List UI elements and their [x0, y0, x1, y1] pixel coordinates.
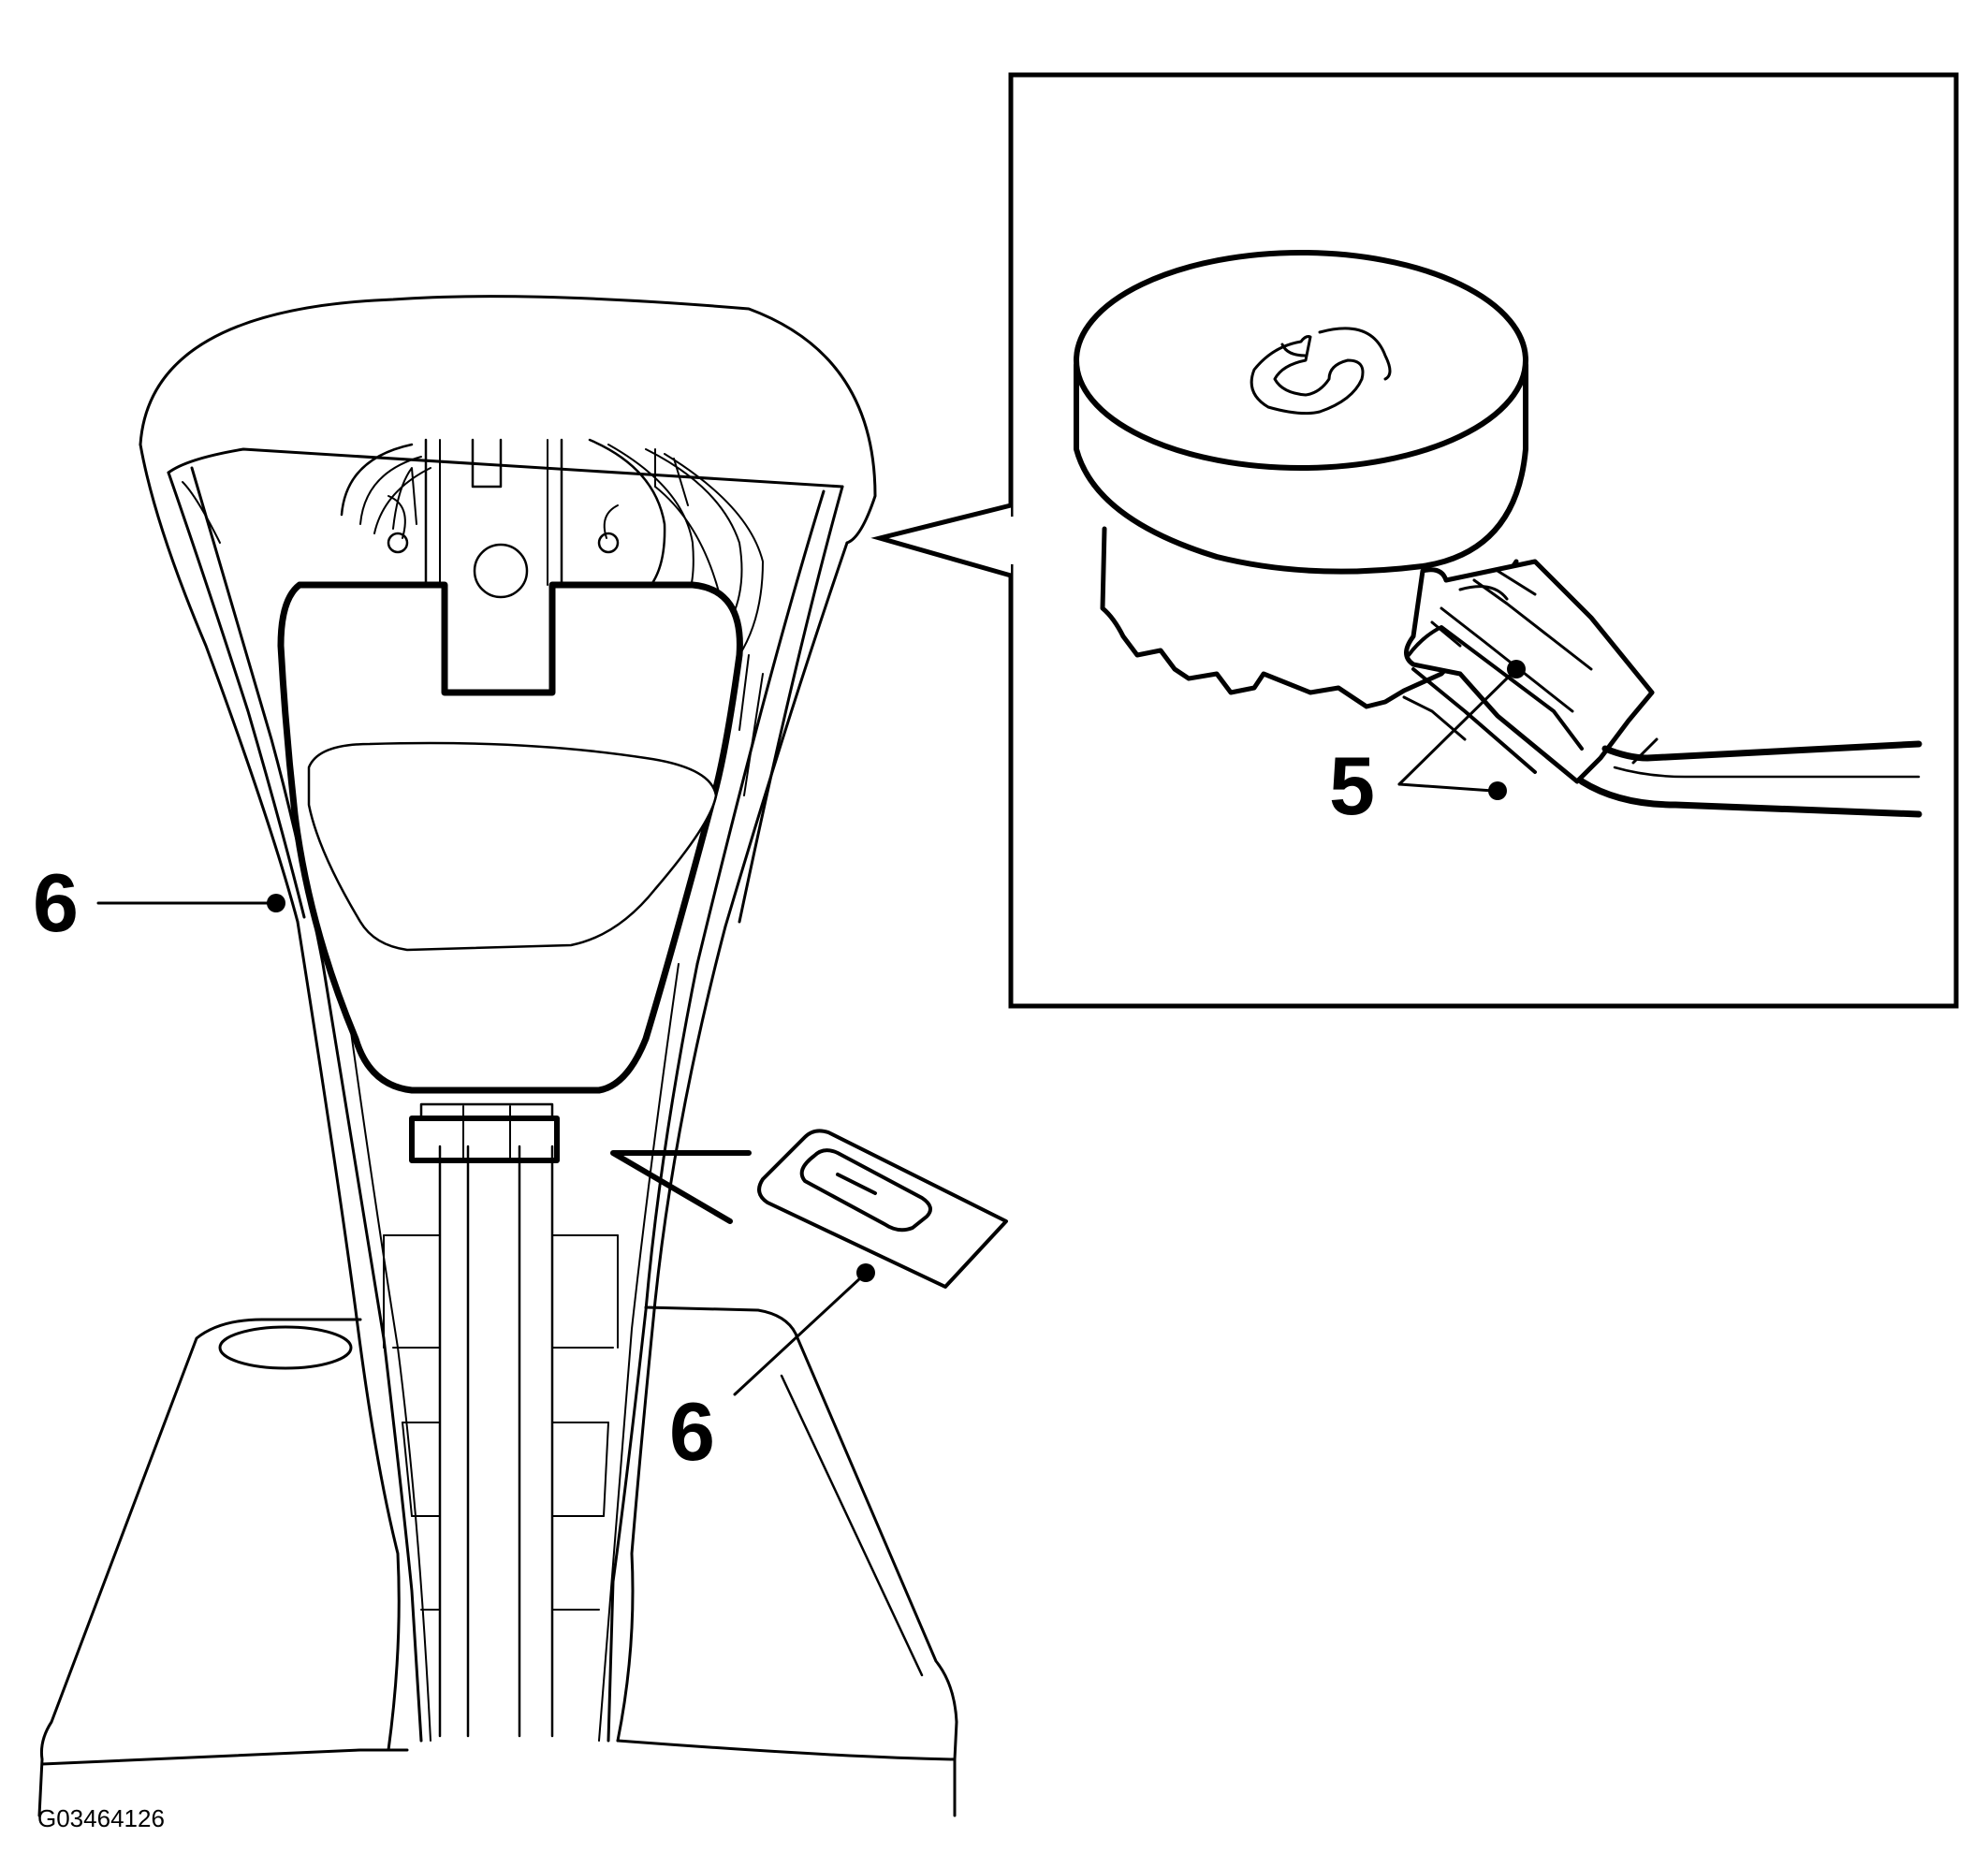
- callout-leaders: [96, 670, 1515, 1396]
- gear-knob: [139, 295, 877, 966]
- inset-button: [1074, 250, 1922, 818]
- s-curve-icon: [1250, 335, 1365, 416]
- keyhole-clip-icon: [757, 1129, 1008, 1289]
- button-panel: [277, 581, 743, 1094]
- callout-dots: [267, 660, 1526, 1282]
- callout-label-5: 5: [1329, 739, 1375, 832]
- shifter-boot: [296, 920, 727, 1752]
- console-base: [37, 1305, 958, 1817]
- callout-label-6-bottom: 6: [669, 1385, 715, 1478]
- insertion-arrow: [610, 1150, 752, 1224]
- callout-label-6-left: 6: [33, 856, 79, 949]
- figure-code: G03464126: [37, 1804, 165, 1832]
